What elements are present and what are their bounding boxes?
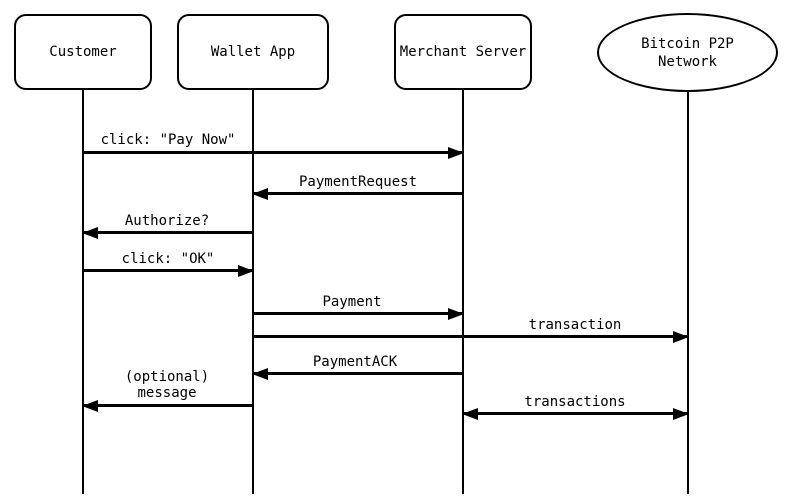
- message-arrow-authorize: [82, 226, 253, 239]
- arrowhead-left-icon: [462, 407, 478, 420]
- message-arrow-click-ok: [83, 264, 254, 277]
- arrowhead-right-icon: [448, 307, 464, 320]
- message-label-transactions: transactions: [524, 394, 626, 410]
- arrowhead-left-icon: [82, 226, 98, 239]
- actor-wallet-app: Wallet App: [177, 14, 329, 90]
- message-arrow-transactions: [462, 407, 689, 420]
- actor-bitcoin-p2p-network: Bitcoin P2P Network: [597, 13, 778, 92]
- arrowhead-left-icon: [252, 367, 268, 380]
- arrowhead-left-icon: [82, 399, 98, 412]
- lifeline-wallet-app: [252, 90, 254, 494]
- message-arrow-payment-request: [252, 187, 463, 200]
- arrowhead-right-icon: [238, 264, 254, 277]
- message-label-authorize: Authorize?: [124, 213, 210, 229]
- arrowhead-right-icon: [673, 330, 689, 343]
- arrowhead-left-icon: [252, 187, 268, 200]
- message-label-click-pay-now: click: "Pay Now": [100, 132, 236, 148]
- actor-customer: Customer: [14, 14, 152, 90]
- lifeline-merchant-server: [462, 90, 464, 494]
- message-label-payment-request: PaymentRequest: [298, 174, 418, 190]
- message-label-payment: Payment: [322, 294, 382, 310]
- message-arrow-transaction: [253, 330, 689, 343]
- message-arrow-optional-message: [82, 399, 253, 412]
- arrowhead-right-icon: [448, 146, 464, 159]
- lifeline-bitcoin-p2p-network: [687, 92, 689, 494]
- lifeline-customer: [82, 90, 84, 494]
- message-label-click-ok: click: "OK": [121, 251, 215, 267]
- message-label-transaction: transaction: [528, 317, 622, 333]
- message-label-payment-ack: PaymentACK: [312, 354, 398, 370]
- message-arrow-payment-ack: [252, 367, 463, 380]
- message-label-optional-message: (optional) message: [124, 369, 210, 401]
- actor-merchant-server: Merchant Server: [394, 14, 532, 90]
- message-arrow-click-pay-now: [83, 146, 464, 159]
- message-arrow-payment: [253, 307, 464, 320]
- arrowhead-right-icon: [673, 407, 689, 420]
